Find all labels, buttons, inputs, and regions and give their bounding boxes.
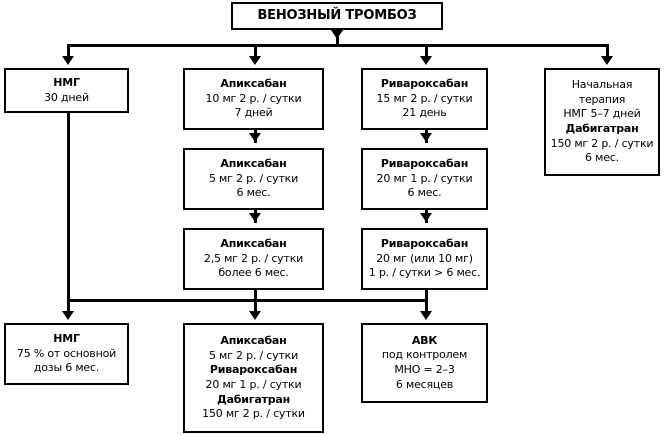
node-rivaroxaban-20mg-6m: Ривароксабан 20 мг 1 р. / сутки 6 мес. <box>361 148 488 210</box>
node-line: 20 мг 1 р. / сутки <box>376 171 473 185</box>
node-line: Ривароксабан <box>380 237 469 251</box>
connector-drop-initial-therapy <box>605 44 609 58</box>
node-apixaban-2-5mg: Апиксабан 2,5 мг 2 р. / сутки более 6 ме… <box>183 228 324 290</box>
connector-drop-lmwh75 <box>66 299 70 313</box>
node-lmwh-30-days: НМГ 30 дней <box>4 68 129 113</box>
node-line: дозы 6 мес. <box>33 361 100 375</box>
arrow-drop-initial-therapy <box>601 56 613 65</box>
node-line: 75 % от основной <box>16 346 117 360</box>
connector-drop-vka <box>424 299 428 313</box>
node-line: Дабигатран <box>565 122 639 135</box>
node-line: 10 мг 2 р. / сутки <box>205 91 302 105</box>
node-line: 6 мес. <box>407 186 442 200</box>
arrow-apixaban1-to-2 <box>249 133 261 142</box>
node-line: 21 день <box>402 106 447 120</box>
node-line: МНО = 2–3 <box>394 363 455 376</box>
connector-rivaroxaban3-drop <box>424 290 428 302</box>
arrow-root-down <box>331 30 343 39</box>
node-line: 5 мг 2 р. / сутки <box>208 171 299 185</box>
arrow-drop-rivaroxaban1 <box>420 56 432 65</box>
node-line: 6 мес. <box>585 151 619 165</box>
node-line: 150 мг 2 р. / сутки <box>550 136 654 150</box>
node-label: ВЕНОЗНЫЙ ТРОМБОЗ <box>257 8 417 24</box>
connector-tier1-bus <box>68 44 608 47</box>
arrow-drop-lmwh30 <box>62 56 74 65</box>
connector-drop-lmwh30 <box>66 44 70 58</box>
connector-lmwh30-rail <box>66 113 70 301</box>
node-line: 20 мг (или 10 мг) <box>376 251 473 265</box>
node-rivaroxaban-20mg-ext: Ривароксабан 20 мг (или 10 мг) 1 р. / су… <box>361 228 488 290</box>
node-line: 2,5 мг 2 р. / сутки <box>203 251 304 265</box>
node-apixaban-10mg: Апиксабан 10 мг 2 р. / сутки 7 дней <box>183 68 324 130</box>
arrow-drop-vka <box>420 311 432 320</box>
node-line: 5 мг 2 р. / сутки <box>208 348 299 362</box>
node-line: Ривароксабан <box>380 157 469 171</box>
node-line: 150 мг 2 р. / сутки <box>202 407 305 421</box>
connector-apixaban3-drop <box>253 290 257 302</box>
arrow-apixaban2-to-3 <box>249 213 261 222</box>
node-line: 1 р. / сутки > 6 мес. <box>368 266 481 280</box>
node-line: более 6 мес. <box>218 266 289 280</box>
node-lmwh-75-percent: НМГ 75 % от основной дозы 6 мес. <box>4 323 129 385</box>
connector-drop-maintenance <box>253 299 257 313</box>
connector-tier2-bus <box>66 299 427 302</box>
node-initial-therapy-dabigatran: Начальная терапия НМГ 5–7 дней Дабигатра… <box>544 68 660 176</box>
node-rivaroxaban-15mg: Ривароксабан 15 мг 2 р. / сутки 21 день <box>361 68 488 130</box>
node-line: Дабигатран <box>216 392 291 406</box>
connector-drop-rivaroxaban1 <box>424 44 428 58</box>
connector-drop-apixaban1 <box>253 44 257 58</box>
node-line: Начальная <box>571 78 633 92</box>
arrow-drop-apixaban1 <box>249 56 261 65</box>
node-line: НМГ <box>53 332 80 346</box>
arrow-rivaroxaban2-to-3 <box>420 213 432 222</box>
node-maintenance-combo: Апиксабан 5 мг 2 р. / сутки Ривароксабан… <box>183 323 324 433</box>
arrow-drop-maintenance <box>249 311 261 320</box>
node-line: Ривароксабан <box>380 77 469 91</box>
node-line: 15 мг 2 р. / сутки <box>376 91 473 105</box>
node-line: Апиксабан <box>220 334 287 348</box>
node-vka-inr: АВК под контролем МНО = 2–3 6 месяцев <box>361 323 488 403</box>
node-line: АВК <box>411 333 438 347</box>
node-line: 30 дней <box>44 90 89 104</box>
node-venous-thrombosis: ВЕНОЗНЫЙ ТРОМБОЗ <box>231 2 443 30</box>
arrow-drop-lmwh75 <box>62 311 74 320</box>
node-line: 6 мес. <box>236 186 271 200</box>
node-line: НМГ 5–7 дней <box>563 107 641 121</box>
node-line: 7 дней <box>234 106 273 120</box>
node-line: Апиксабан <box>220 237 287 251</box>
node-line: терапия <box>578 92 626 106</box>
node-apixaban-5mg: Апиксабан 5 мг 2 р. / сутки 6 мес. <box>183 148 324 210</box>
node-line: Апиксабан <box>220 157 287 171</box>
node-line: 20 мг 1 р. / сутки <box>205 378 302 391</box>
node-line: под контролем <box>381 348 468 362</box>
node-line: НМГ <box>53 75 80 89</box>
node-line: 6 месяцев <box>395 377 454 391</box>
arrow-rivaroxaban1-to-2 <box>420 133 432 142</box>
node-line: Ривароксабан <box>209 363 298 377</box>
node-line: Апиксабан <box>220 77 287 91</box>
